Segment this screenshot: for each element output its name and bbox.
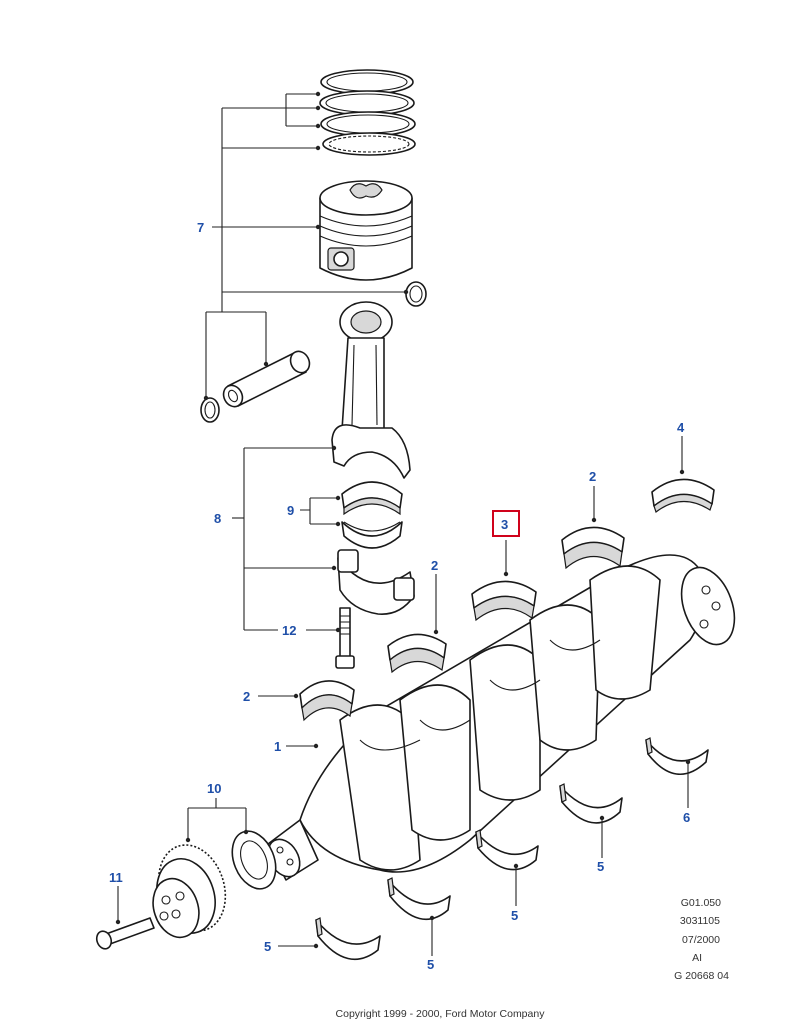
copyright-notice: Copyright 1999 - 2000, Ford Motor Compan… <box>336 1008 546 1020</box>
callout-4: 4 <box>677 420 685 435</box>
callout-6: 6 <box>683 810 690 825</box>
piston-rings <box>319 69 416 156</box>
callout-5-lower: 5 <box>427 957 434 972</box>
reference-line-4: AI <box>692 952 702 964</box>
callout-2-middle: 2 <box>431 558 438 573</box>
callout-12: 12 <box>282 623 296 638</box>
callout-10: 10 <box>207 781 221 796</box>
reference-line-3: 07/2000 <box>682 934 720 946</box>
upper-main-bearings <box>299 478 715 722</box>
callout-2-left: 2 <box>243 689 250 704</box>
conrod-bolt <box>335 607 355 669</box>
callout-2-upper: 2 <box>589 469 596 484</box>
connecting-rod <box>331 301 411 479</box>
circlip-lower <box>200 397 220 423</box>
callout-11: 11 <box>109 870 123 885</box>
timing-sprocket <box>152 844 227 939</box>
callout-1: 1 <box>274 739 281 754</box>
callout-8: 8 <box>214 511 221 526</box>
piston-pin <box>222 350 311 408</box>
conrod-cap <box>337 549 415 615</box>
callout-9: 9 <box>287 503 294 518</box>
callout-5-bottom-left: 5 <box>264 939 271 954</box>
leader-lines <box>117 93 689 956</box>
crankshaft <box>267 554 736 881</box>
reference-line-2: 3031105 <box>680 915 720 927</box>
circlip-upper <box>405 281 427 307</box>
callout-3: 3 <box>501 517 508 532</box>
conrod-bearing-shells <box>341 481 403 549</box>
reference-line-1: G01.050 <box>681 897 721 909</box>
leader-dots <box>115 91 691 949</box>
thrust-washer <box>231 830 277 890</box>
callout-5-middle: 5 <box>511 908 518 923</box>
piston <box>319 180 413 281</box>
lower-main-bearings <box>315 737 709 960</box>
callout-3-highlight-box <box>492 510 520 537</box>
reference-line-5: G 20668 04 <box>674 970 729 982</box>
sprocket-bolt <box>95 917 155 950</box>
reference-block: G01.050 3031105 07/2000 AI G 20668 04 <box>674 897 729 982</box>
callout-5-right: 5 <box>597 859 604 874</box>
callout-7: 7 <box>197 220 204 235</box>
